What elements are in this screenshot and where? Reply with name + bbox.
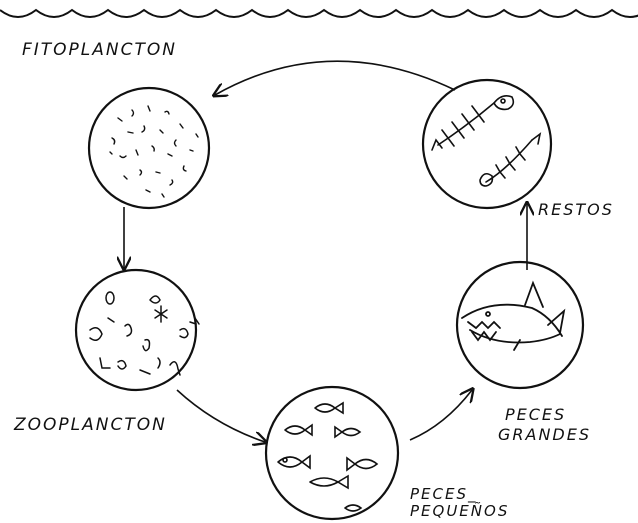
fitoplancton-node xyxy=(89,88,209,208)
phytoplankton-particles-icon xyxy=(110,106,198,197)
label-peces-grandes-line1: PECES xyxy=(505,405,566,424)
label-peces-pequenos-line1: PECES_ xyxy=(410,485,478,503)
label-zooplancton: ZOOPLANCTON xyxy=(14,415,167,435)
label-fitoplancton: FITOPLANCTON xyxy=(22,40,177,60)
arrow-restos-to-fitoplancton xyxy=(215,61,455,95)
label-restos: RESTOS xyxy=(538,200,614,219)
water-surface-waves xyxy=(0,10,638,17)
shark-icon xyxy=(462,283,564,350)
label-peces-pequenos-line2: PEQUEÑOS xyxy=(410,502,509,520)
peces-pequenos-node xyxy=(266,387,398,519)
restos-node xyxy=(423,80,551,208)
zooplancton-node xyxy=(76,270,199,390)
arrow-peces-pequenos-to-peces-grandes xyxy=(410,390,472,440)
zooplankton-organisms-icon xyxy=(90,292,199,375)
small-fish-icon xyxy=(278,403,377,511)
peces-grandes-node xyxy=(457,262,583,388)
arrow-zooplancton-to-peces-pequenos xyxy=(177,390,265,442)
fish-skeleton-icon xyxy=(432,96,540,186)
label-peces-grandes-line2: GRANDES xyxy=(498,425,591,444)
